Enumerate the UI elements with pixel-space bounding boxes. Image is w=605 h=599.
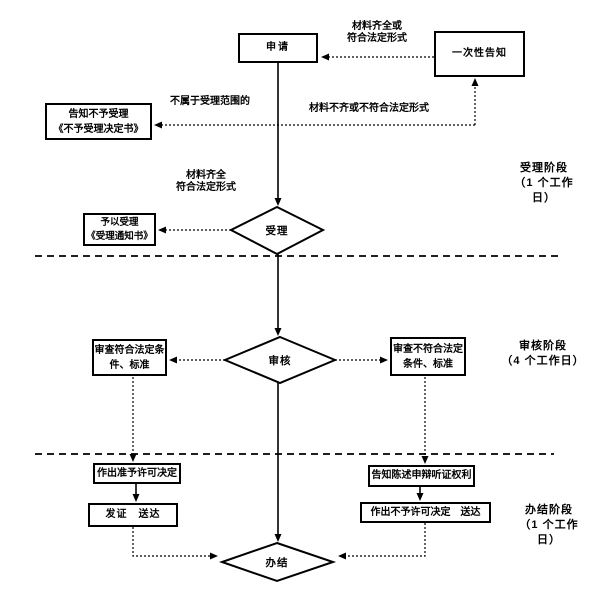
dotted-arrow-accept-to-accept-notice bbox=[158, 226, 231, 234]
dotted-arrow-to-reject-notice bbox=[154, 121, 475, 129]
dotted-arrow-notice-to-apply bbox=[321, 53, 434, 61]
dotted-arrow-review-to-fail bbox=[335, 356, 388, 364]
arrow-accept-to-review bbox=[274, 254, 282, 336]
accept-notice-box: 予以受理 《受理通知书》 bbox=[83, 213, 156, 246]
arrow-grant-to-issue bbox=[132, 484, 140, 502]
one-time-notice-box: 一次性告知 bbox=[434, 31, 525, 77]
dotted-arrow-fail-to-hearing bbox=[421, 377, 429, 464]
arrow-hearing-to-deny bbox=[416, 487, 424, 501]
review-diamond-label: 审核 bbox=[268, 355, 292, 367]
label-material-complete-top: 材料齐全或 符合法定形式 bbox=[347, 21, 407, 44]
issue-deliver-box: 发证 送达 bbox=[88, 503, 178, 527]
apply-box: 申请 bbox=[238, 33, 318, 63]
accept-diamond bbox=[228, 205, 326, 256]
dotted-arrow-issue-to-finish bbox=[132, 527, 218, 560]
reject-notice-box: 告知不予受理 《不予受理决定书》 bbox=[45, 103, 152, 140]
finish-diamond bbox=[218, 541, 337, 583]
arrow-apply-to-accept bbox=[274, 63, 282, 206]
stage-label-finish: 办结阶段 （1 个工作 日） bbox=[519, 504, 579, 546]
dotted-arrow-pass-to-grant bbox=[129, 377, 137, 462]
stage-label-review: 审核阶段 （4 个工作日） bbox=[501, 340, 585, 367]
dotted-arrow-review-to-pass bbox=[169, 356, 225, 364]
grant-decision-box: 作出准予许可决定 bbox=[93, 463, 181, 484]
review-fail-box: 审查不符合法定 条件、标准 bbox=[390, 337, 466, 376]
dotted-arrow-up-to-notice bbox=[471, 78, 479, 125]
stage-label-accept: 受理阶段 （1 个工作 日） bbox=[514, 162, 574, 204]
hearing-notice-box: 告知陈述申辩听证权利 bbox=[368, 465, 475, 487]
label-out-of-scope: 不属于受理范围的 bbox=[170, 96, 250, 107]
dotted-arrow-deny-to-finish bbox=[338, 523, 426, 560]
review-pass-box: 审查符合法定条 件、标准 bbox=[92, 339, 167, 376]
accept-diamond-label: 受理 bbox=[265, 225, 289, 237]
arrow-review-to-finish bbox=[274, 383, 282, 542]
deny-decision-box: 作出不予许可决定 送达 bbox=[360, 502, 491, 523]
label-material-complete-mid: 材料齐全 符合法定形式 bbox=[176, 170, 236, 193]
finish-diamond-label: 办结 bbox=[265, 557, 289, 569]
review-diamond bbox=[222, 335, 338, 385]
label-material-incomplete: 材料不齐或不符合法定形式 bbox=[309, 103, 429, 114]
